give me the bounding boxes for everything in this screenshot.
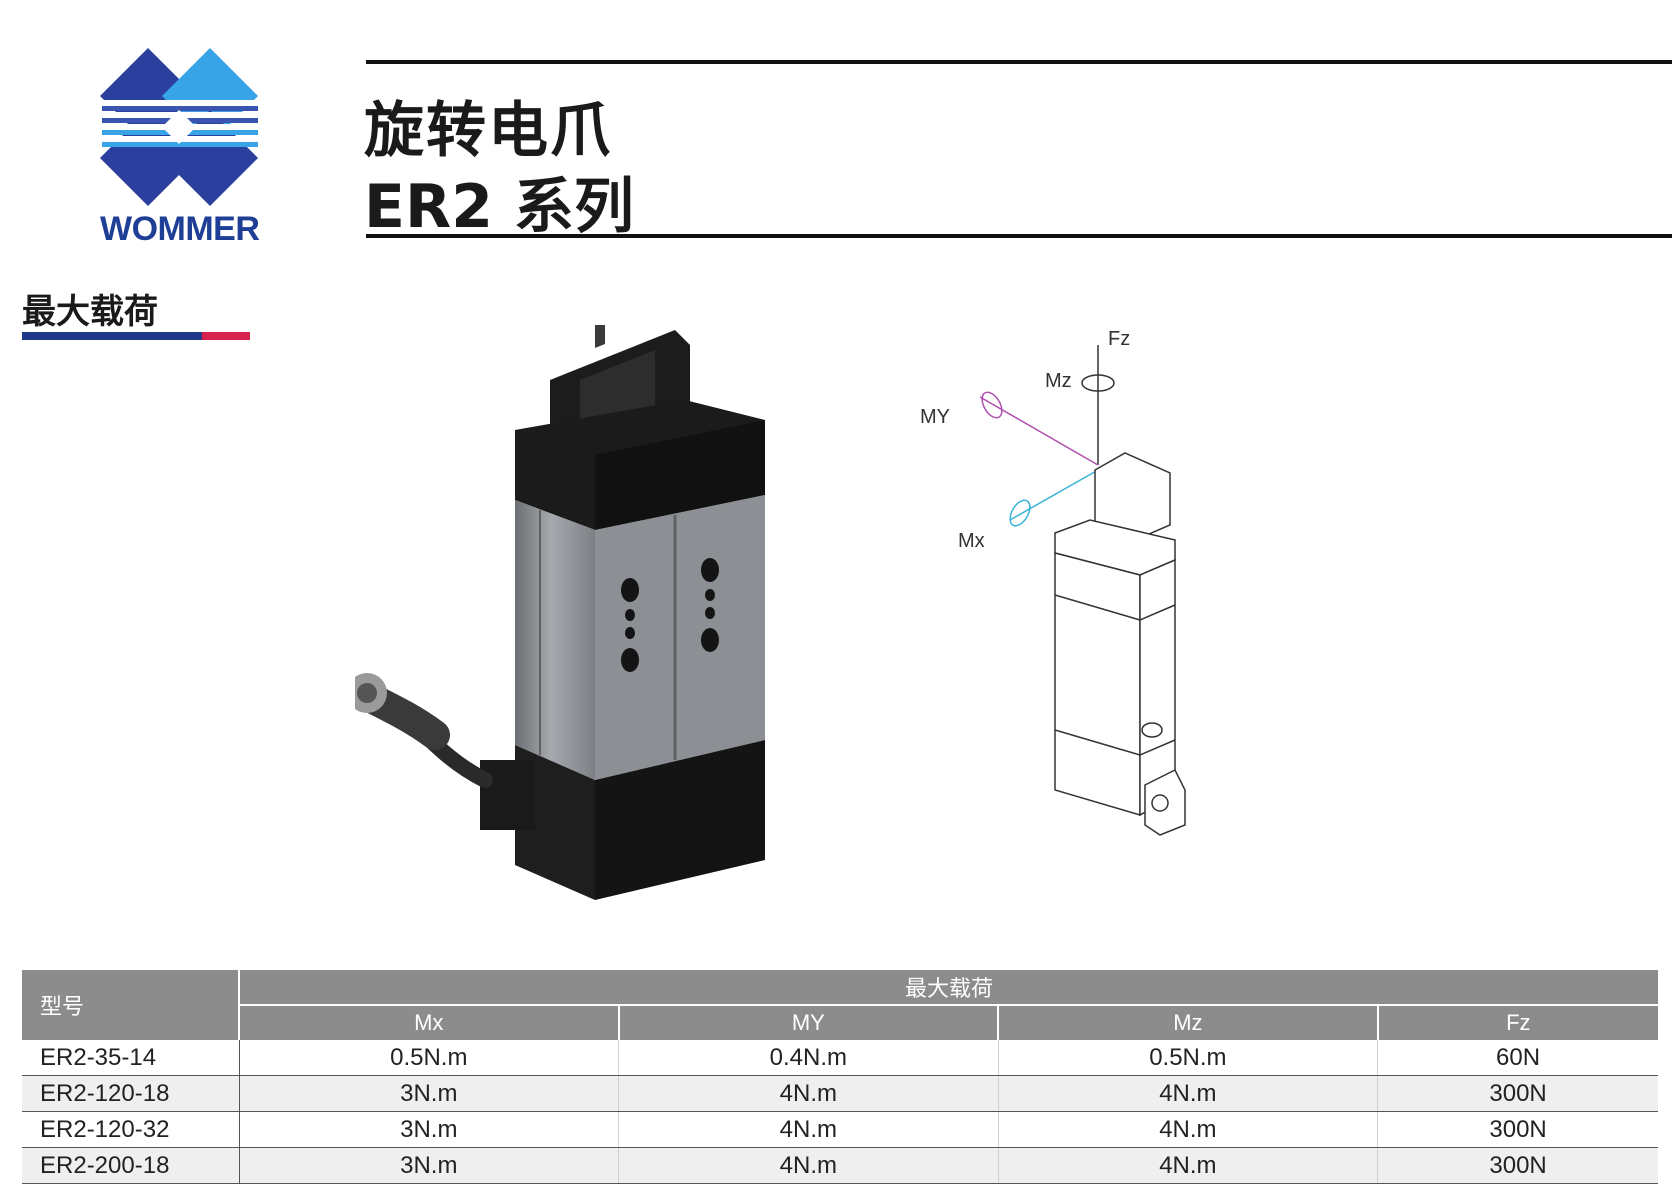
my-cell: 4N.m (618, 1147, 999, 1184)
mz-cell: 4N.m (998, 1111, 1379, 1148)
series-title: ER2 系列 (364, 172, 634, 242)
model-cell: ER2-200-18 (22, 1147, 240, 1184)
page-title: 旋转电爪 (364, 96, 612, 166)
header-rule-top (366, 60, 1672, 64)
fz-cell: 300N (1377, 1075, 1658, 1112)
my-cell: 4N.m (618, 1111, 999, 1148)
fz-label: Fz (1108, 328, 1130, 350)
fz-cell: 300N (1377, 1111, 1658, 1148)
mz-column-header: Mz (998, 1005, 1379, 1040)
gripper-line-drawing (1054, 452, 1186, 836)
max-load-table: 型号 最大载荷 Mx MY Mz Fz ER2-35-14 0.5N.m 0.4… (22, 970, 1658, 1184)
max-load-group-header: 最大载荷 (239, 970, 1658, 1006)
fz-column-header: Fz (1377, 1005, 1658, 1040)
mx-column-header: Mx (239, 1005, 620, 1040)
brand-logo: WOMMER (100, 48, 270, 248)
mx-axis (1009, 469, 1099, 521)
table-row: ER2-120-18 3N.m 4N.m 4N.m 300N (22, 1075, 1658, 1112)
my-axis (979, 396, 1099, 466)
section-title: 最大载荷 (22, 292, 158, 332)
mz-cell: 4N.m (998, 1147, 1379, 1184)
wommer-logo-icon (100, 48, 258, 206)
mz-rotation-icon (1081, 374, 1115, 392)
load-axis-diagram: Fz Mz MY Mx (920, 328, 1186, 836)
mz-cell: 0.5N.m (998, 1040, 1379, 1076)
mx-cell: 3N.m (239, 1147, 620, 1184)
table-row: ER2-200-18 3N.m 4N.m 4N.m 300N (22, 1147, 1658, 1184)
mz-label: Mz (1045, 370, 1072, 392)
table-row: ER2-35-14 0.5N.m 0.4N.m 0.5N.m 60N (22, 1040, 1658, 1076)
product-image (355, 325, 765, 900)
header-rule-bottom (366, 234, 1672, 238)
mx-label: Mx (958, 530, 985, 552)
mx-cell: 3N.m (239, 1075, 620, 1112)
my-rotation-icon (981, 391, 1003, 419)
mx-cell: 0.5N.m (239, 1040, 620, 1076)
model-cell: ER2-120-32 (22, 1111, 240, 1148)
model-cell: ER2-35-14 (22, 1040, 240, 1076)
mx-cell: 3N.m (239, 1111, 620, 1148)
mx-rotation-icon (1009, 499, 1031, 527)
fz-cell: 60N (1377, 1040, 1658, 1076)
table-row: ER2-120-32 3N.m 4N.m 4N.m 300N (22, 1111, 1658, 1148)
fz-cell: 300N (1377, 1147, 1658, 1184)
brand-name: WOMMER (100, 210, 260, 248)
my-cell: 0.4N.m (618, 1040, 999, 1076)
my-label: MY (920, 406, 950, 428)
model-column-header: 型号 (22, 970, 240, 1040)
mz-cell: 4N.m (998, 1075, 1379, 1112)
model-cell: ER2-120-18 (22, 1075, 240, 1112)
my-cell: 4N.m (618, 1075, 999, 1112)
my-column-header: MY (618, 1005, 1000, 1040)
